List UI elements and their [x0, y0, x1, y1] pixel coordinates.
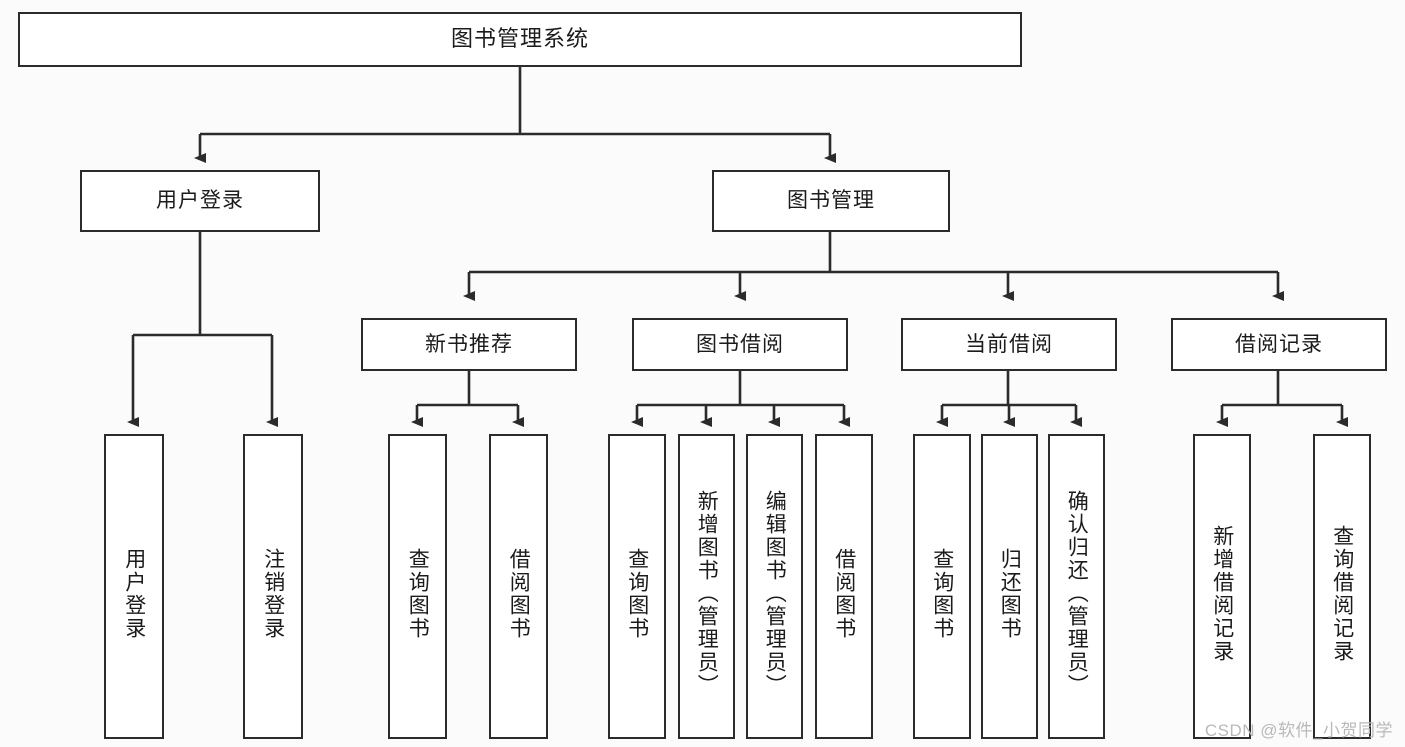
leaf-borrow-book-2-label: 借阅图书 [832, 547, 856, 640]
leaf-edit-book-admin-label: 编辑图书（管理员） [763, 490, 787, 697]
leaf-add-borrow-record-label: 新增借阅记录 [1210, 524, 1234, 663]
leaf-query-book-3-textwrap: 查询图书 [915, 450, 969, 737]
leaf-user-login-label: 用户登录 [122, 547, 146, 640]
node-new-book-recommend[interactable]: 新书推荐 [361, 318, 577, 371]
node-current-borrow[interactable]: 当前借阅 [901, 318, 1117, 371]
leaf-confirm-return-admin-label: 确认归还（管理员） [1065, 490, 1089, 697]
leaf-query-borrow-record-label: 查询借阅记录 [1330, 524, 1354, 663]
leaf-query-book-3-label: 查询图书 [930, 547, 954, 640]
node-leaf-borrow-book-2[interactable]: 借阅图书 [815, 434, 873, 739]
node-leaf-logout-login[interactable]: 注销登录 [243, 434, 303, 739]
node-leaf-query-borrow-record[interactable]: 查询借阅记录 [1313, 434, 1371, 739]
leaf-edit-book-admin-textwrap: 编辑图书（管理员） [748, 450, 801, 737]
leaf-borrow-book-1-textwrap: 借阅图书 [491, 450, 546, 737]
node-leaf-edit-book-admin[interactable]: 编辑图书（管理员） [746, 434, 803, 739]
leaf-query-book-1-label: 查询图书 [406, 547, 430, 640]
leaf-query-book-2-textwrap: 查询图书 [610, 450, 664, 737]
node-leaf-query-book-3[interactable]: 查询图书 [913, 434, 971, 739]
leaf-return-book-label: 归还图书 [998, 547, 1022, 640]
leaf-query-book-1-textwrap: 查询图书 [390, 450, 445, 737]
leaf-add-book-admin-textwrap: 新增图书（管理员） [680, 450, 733, 737]
node-leaf-confirm-return-admin[interactable]: 确认归还（管理员） [1048, 434, 1105, 739]
node-root-label: 图书管理系统 [450, 26, 589, 52]
node-leaf-query-book-1[interactable]: 查询图书 [388, 434, 447, 739]
leaf-confirm-return-admin-textwrap: 确认归还（管理员） [1050, 450, 1103, 737]
node-user-login-label: 用户登录 [156, 189, 244, 213]
node-leaf-borrow-book-1[interactable]: 借阅图书 [489, 434, 548, 739]
node-new-book-recommend-label: 新书推荐 [425, 332, 513, 356]
node-borrow-record-label: 借阅记录 [1235, 332, 1323, 356]
leaf-borrow-book-1-label: 借阅图书 [507, 547, 531, 640]
leaf-add-borrow-record-textwrap: 新增借阅记录 [1195, 450, 1249, 737]
leaf-return-book-textwrap: 归还图书 [983, 450, 1036, 737]
node-current-borrow-label: 当前借阅 [965, 332, 1053, 356]
node-user-login[interactable]: 用户登录 [80, 170, 320, 232]
node-book-management-label: 图书管理 [787, 189, 875, 213]
leaf-logout-login-textwrap: 注销登录 [245, 450, 301, 737]
node-leaf-return-book[interactable]: 归还图书 [981, 434, 1038, 739]
node-borrow-record[interactable]: 借阅记录 [1171, 318, 1387, 371]
node-book-borrow-label: 图书借阅 [696, 332, 784, 356]
node-leaf-add-book-admin[interactable]: 新增图书（管理员） [678, 434, 735, 739]
leaf-query-borrow-record-textwrap: 查询借阅记录 [1315, 450, 1369, 737]
leaf-borrow-book-2-textwrap: 借阅图书 [817, 450, 871, 737]
leaf-add-book-admin-label: 新增图书（管理员） [695, 490, 719, 697]
node-book-management[interactable]: 图书管理 [712, 170, 950, 232]
leaf-logout-login-label: 注销登录 [261, 547, 285, 640]
node-root[interactable]: 图书管理系统 [18, 12, 1022, 67]
leaf-user-login-textwrap: 用户登录 [106, 450, 162, 737]
node-book-borrow[interactable]: 图书借阅 [632, 318, 848, 371]
node-leaf-query-book-2[interactable]: 查询图书 [608, 434, 666, 739]
node-leaf-add-borrow-record[interactable]: 新增借阅记录 [1193, 434, 1251, 739]
leaf-query-book-2-label: 查询图书 [625, 547, 649, 640]
node-leaf-user-login[interactable]: 用户登录 [104, 434, 164, 739]
